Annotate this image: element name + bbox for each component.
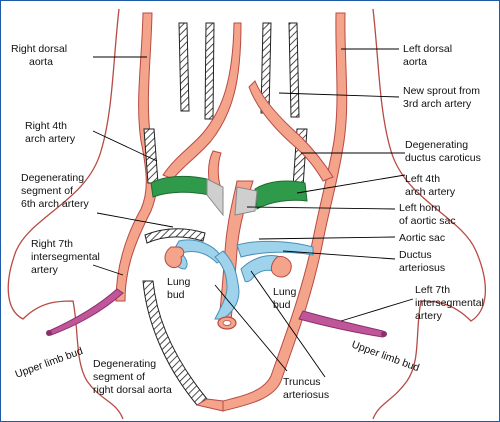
lung-bud-left-shape: [164, 246, 185, 268]
embryo-outline-right: [372, 8, 486, 420]
left-horn-gray-segment: [234, 186, 258, 216]
right-gray-segment: [206, 178, 224, 217]
label-new-sprout: New sprout from 3rd arch artery: [403, 85, 483, 110]
label-degenerating-6th-arch: Degenerating segment of 6th arch artery: [21, 172, 89, 210]
upper-limb-bud-left-marker: [46, 330, 52, 336]
left-external-carotid-sprout: [248, 80, 334, 182]
label-upper-limb-bud-left: Upper limb bud: [13, 345, 84, 381]
label-right-7th-intersegmental: Right 7th intersegmental artery: [31, 238, 103, 276]
leader-lines: [92, 48, 414, 378]
ductus-arteriosus: [236, 240, 314, 258]
label-aortic-sac: Aortic sac: [399, 232, 445, 244]
label-right-4th-arch-artery: Right 4th arch artery: [25, 120, 76, 145]
pulmonary-trunk: [214, 250, 240, 320]
label-left-4th-arch-artery: Left 4th arch artery: [405, 173, 456, 198]
right-7th-intersegmental-artery: [48, 288, 124, 336]
right-external-carotid: [162, 22, 242, 180]
right-4th-arch-artery: [150, 175, 210, 198]
cranial-vessel-hatched-2: [204, 22, 215, 120]
label-left-dorsal-aorta: Left dorsal aorta: [403, 43, 455, 68]
label-upper-limb-bud-right: Upper limb bud: [350, 339, 421, 375]
right-dorsal-aorta: [115, 12, 158, 302]
lung-bud-right-shape: [270, 256, 292, 278]
embryo-outline-left: [7, 8, 124, 420]
label-left-horn-aortic-sac: Left horn of aortic sac: [399, 202, 456, 227]
left-7th-intersegmental-artery: [298, 310, 384, 338]
degenerating-6th-arch-segment: [144, 228, 206, 244]
cranial-vessel-hatched-1: [178, 22, 190, 112]
label-lung-bud-left: Lung bud: [167, 276, 193, 301]
left-4th-arch-artery: [254, 180, 308, 210]
label-left-7th-intersegmental: Left 7th intersegmental artery: [415, 284, 487, 322]
label-right-dorsal-aorta: Right dorsal aorta: [11, 43, 70, 68]
truncus-lumen: [222, 320, 232, 326]
label-ductus-arteriosus: Ductus arteriosus: [399, 249, 445, 274]
label-lung-bud-right: Lung bud: [273, 286, 299, 311]
upper-limb-bud-right-marker: [381, 331, 387, 337]
right-dorsal-aorta-lower-join: [195, 398, 224, 412]
label-truncus-arteriosus: Truncus arteriosus: [283, 376, 329, 401]
label-degenerating-right-dorsal-aorta: Degenerating segment of right dorsal aor…: [93, 358, 172, 396]
label-degenerating-ductus-caroticus: Degenerating ductus caroticus: [405, 139, 481, 164]
cranial-vessel-hatched-4: [288, 22, 300, 118]
